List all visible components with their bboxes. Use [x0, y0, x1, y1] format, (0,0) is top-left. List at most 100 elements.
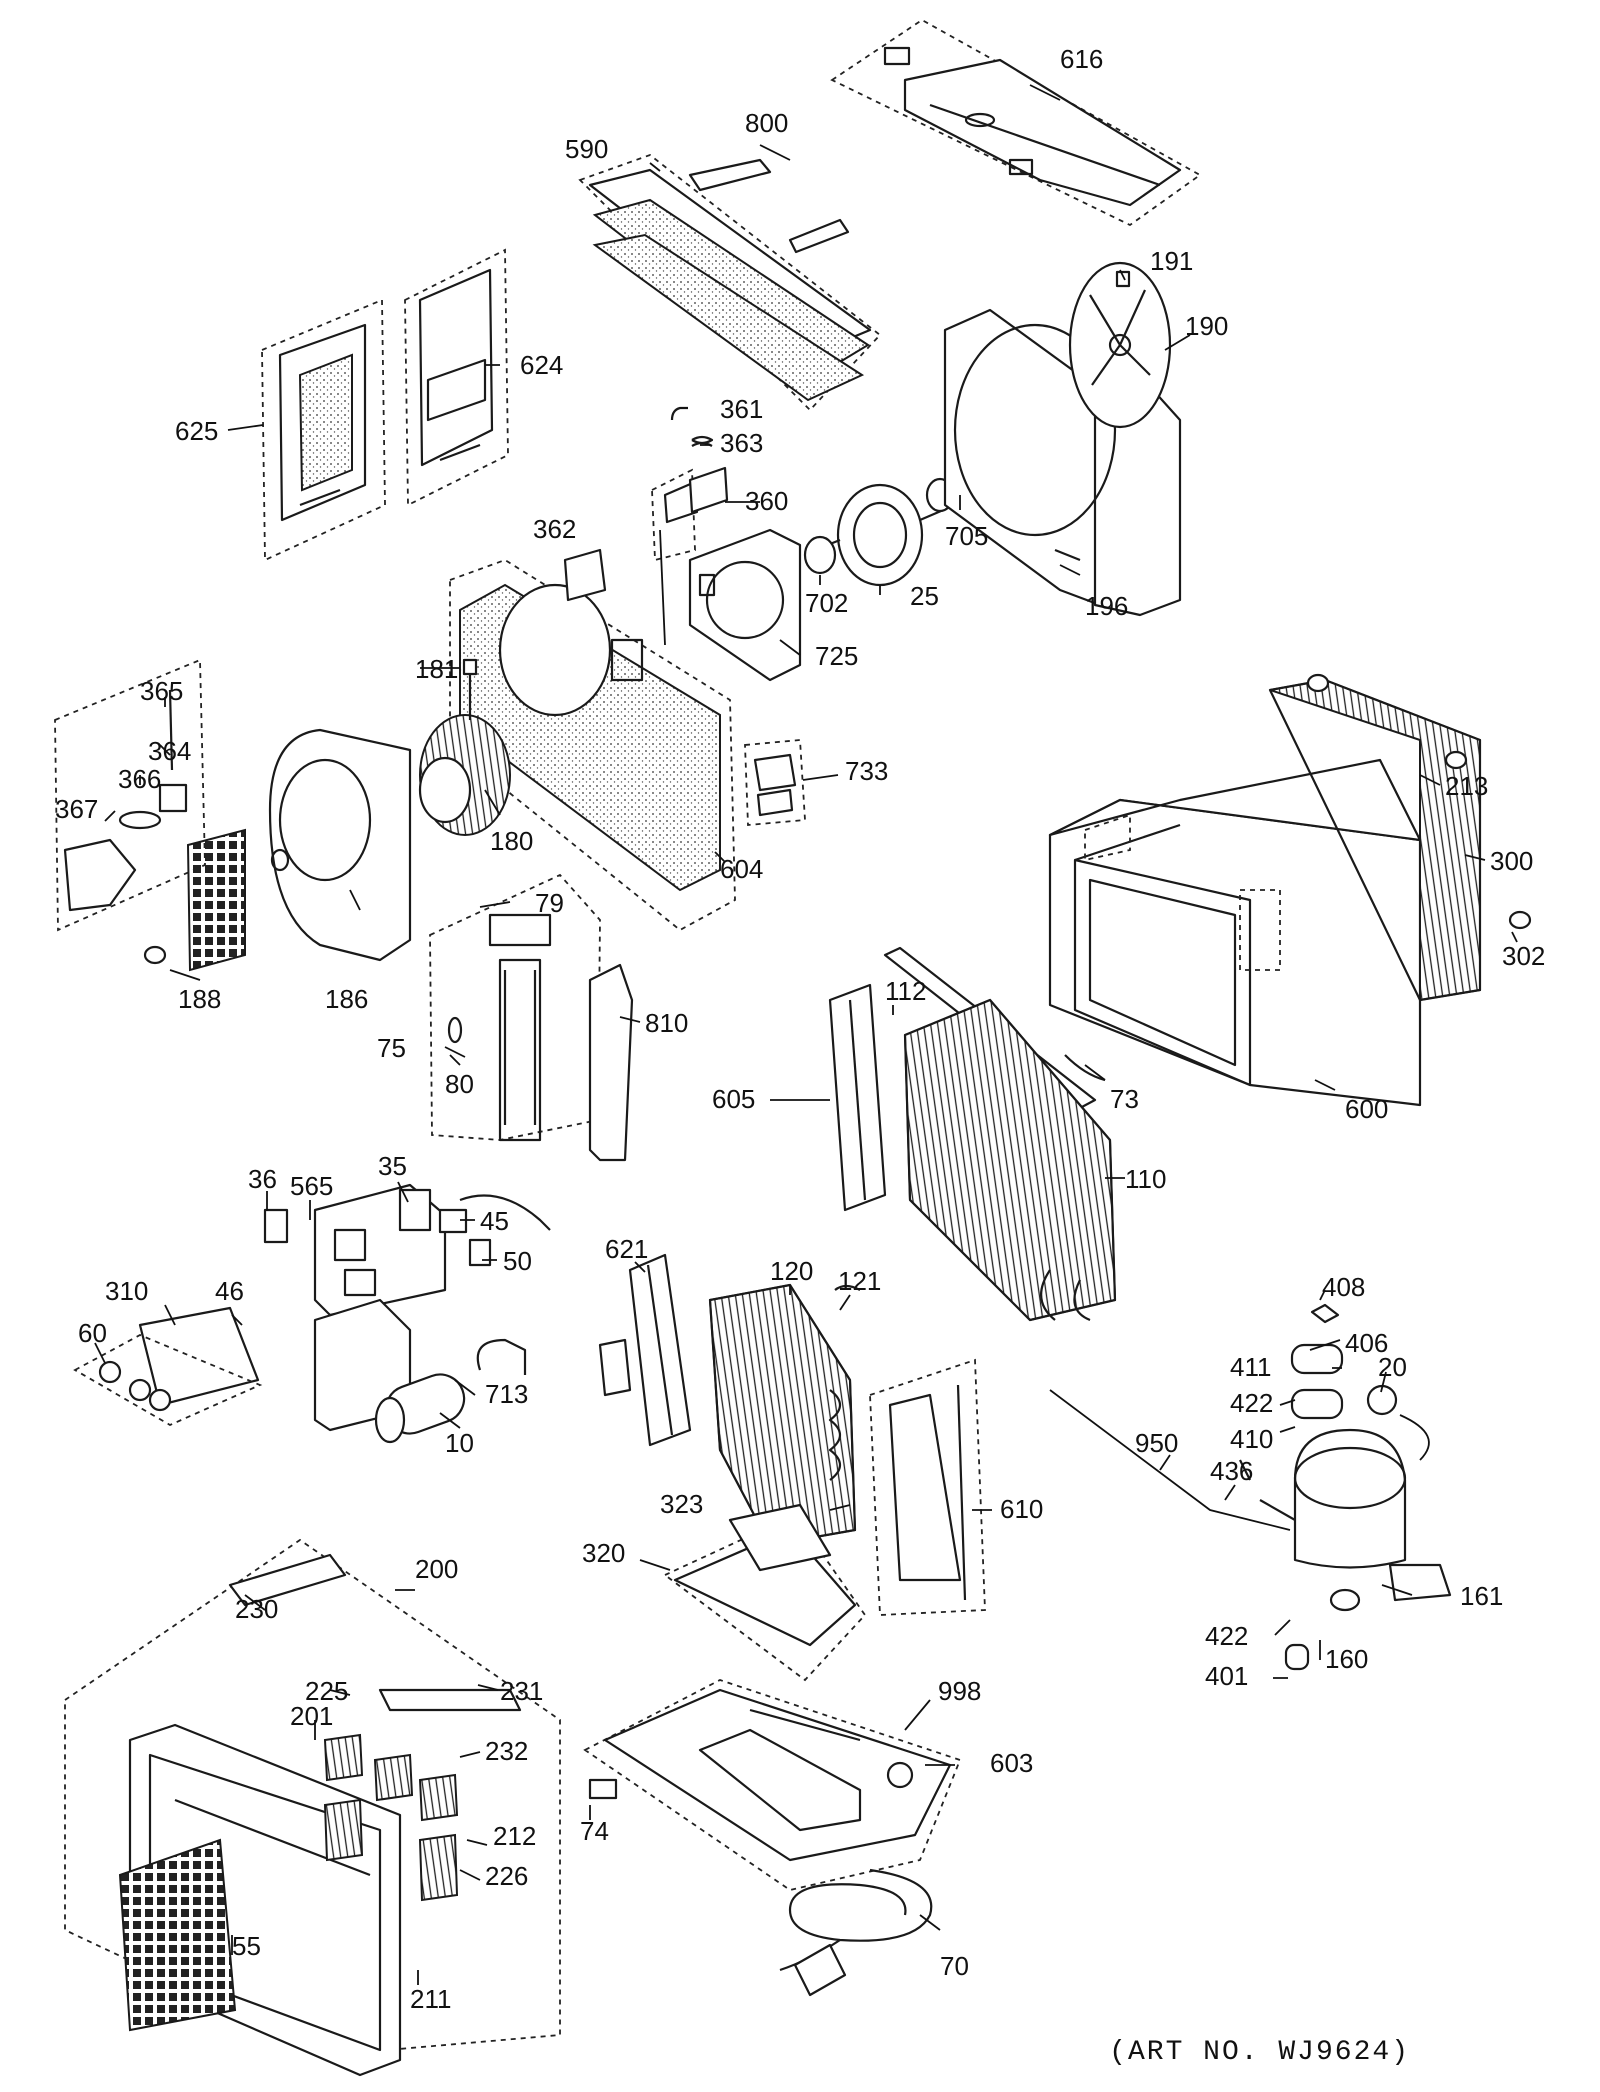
part-180-blower-wheel [418, 658, 511, 836]
part-73-tube [1064, 1054, 1106, 1082]
part-300-rear-grille [1268, 673, 1532, 1002]
label-35: 35 [378, 1151, 407, 1181]
label-323: 323 [660, 1489, 703, 1519]
part-624-duct [404, 248, 509, 507]
label-180: 180 [490, 826, 533, 856]
label-186: 186 [325, 984, 368, 1014]
part-360-363-damper [651, 406, 729, 646]
label-181: 181 [415, 654, 458, 684]
label-161: 161 [1460, 1581, 1503, 1611]
label-190: 190 [1185, 311, 1228, 341]
part-320-drain-pan [663, 1503, 867, 1682]
label-211: 211 [410, 1984, 451, 2014]
label-74: 74 [580, 1816, 609, 1846]
label-616: 616 [1060, 44, 1103, 74]
label-160: 160 [1325, 1644, 1368, 1674]
label-320: 320 [582, 1538, 625, 1568]
part-616-top-cover [830, 18, 1202, 227]
label-800: 800 [745, 108, 788, 138]
part-196-fan-shroud [943, 308, 1182, 617]
part-364-367-control-parts [54, 658, 206, 932]
label-367: 367 [55, 794, 98, 824]
label-10: 10 [445, 1428, 474, 1458]
part-590-filter-assembly [578, 153, 882, 412]
part-110-evaporator-coil [903, 998, 1117, 1322]
label-705: 705 [945, 521, 988, 551]
part-200-front-grille-assembly [64, 1538, 561, 2077]
leader-lines [94, 84, 1518, 1985]
label-188: 188 [178, 984, 221, 1014]
label-702: 702 [805, 588, 848, 618]
label-112: 112 [885, 976, 926, 1006]
label-310: 310 [105, 1276, 148, 1306]
label-361: 361 [720, 394, 763, 424]
label-212: 212 [493, 1821, 536, 1851]
label-410: 410 [1230, 1424, 1273, 1454]
part-186-blower-housing [268, 728, 412, 962]
label-733: 733 [845, 756, 888, 786]
label-621: 621 [605, 1234, 648, 1264]
label-213: 213 [1445, 771, 1488, 801]
part-36-35-45-50-switches [263, 1188, 551, 1267]
label-110: 110 [1125, 1164, 1166, 1194]
part-310-control-faceplate [73, 1306, 263, 1427]
label-191: 191 [1150, 246, 1193, 276]
label-46: 46 [215, 1276, 244, 1306]
label-401: 401 [1205, 1661, 1248, 1691]
label-363: 363 [720, 428, 763, 458]
part-10-capacitor [374, 1373, 466, 1444]
label-810: 810 [645, 1008, 688, 1038]
label-605: 605 [712, 1084, 755, 1114]
label-604: 604 [720, 854, 763, 884]
label-226: 226 [485, 1861, 528, 1891]
label-121: 121 [838, 1266, 881, 1296]
label-406: 406 [1345, 1328, 1388, 1358]
label-232: 232 [485, 1736, 528, 1766]
label-200: 200 [415, 1554, 458, 1584]
label-600: 600 [1345, 1094, 1388, 1124]
label-364: 364 [148, 736, 191, 766]
label-422-lower: 422 [1205, 1621, 1248, 1651]
label-70: 70 [940, 1951, 969, 1981]
part-621-side-plate [598, 1253, 692, 1447]
label-45: 45 [480, 1206, 509, 1236]
label-75: 75 [377, 1033, 406, 1063]
part-600-cabinet [1048, 758, 1422, 1107]
part-603-base-pan [583, 1679, 962, 1891]
label-624: 624 [520, 350, 563, 380]
part-75-heater-assembly [429, 873, 601, 1142]
label-79: 79 [535, 888, 564, 918]
label-725: 725 [815, 641, 858, 671]
label-25: 25 [910, 581, 939, 611]
label-408: 408 [1322, 1272, 1365, 1302]
part-160-compressor [1049, 1389, 1452, 1671]
label-603: 603 [990, 1748, 1033, 1778]
label-302: 302 [1502, 941, 1545, 971]
label-20: 20 [1378, 1352, 1407, 1382]
part-compressor-mounts [1290, 1303, 1398, 1420]
label-73: 73 [1110, 1084, 1139, 1114]
label-230: 230 [235, 1594, 278, 1624]
label-610: 610 [1000, 1494, 1043, 1524]
label-201: 201 [290, 1701, 333, 1731]
label-360: 360 [745, 486, 788, 516]
label-565: 565 [290, 1171, 333, 1201]
label-366: 366 [118, 764, 161, 794]
label-625: 625 [175, 416, 218, 446]
label-713: 713 [485, 1379, 528, 1409]
part-120-condenser-coil [708, 1283, 861, 1547]
label-36: 36 [248, 1164, 277, 1194]
part-733-bracket [744, 739, 806, 826]
part-625-filter [261, 298, 386, 562]
callout-labels: 616 800 590 191 190 624 625 361 363 360 … [55, 44, 1545, 2014]
label-998: 998 [938, 1676, 981, 1706]
label-231: 231 [500, 1676, 543, 1706]
label-55: 55 [232, 1931, 261, 1961]
label-950: 950 [1135, 1428, 1178, 1458]
label-80: 80 [445, 1069, 474, 1099]
part-70-power-cord [779, 1868, 933, 1997]
label-436: 436 [1210, 1456, 1253, 1486]
part-610-side-plate [869, 1358, 986, 1616]
label-60: 60 [78, 1318, 107, 1348]
